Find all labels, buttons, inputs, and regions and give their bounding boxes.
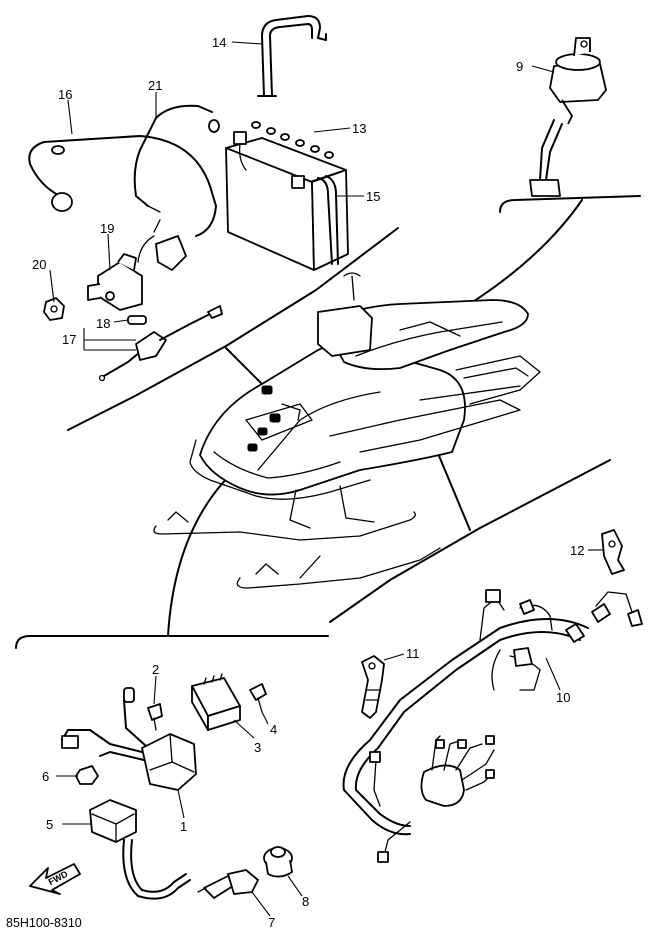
main-switch-9 [529,37,607,197]
battery-13 [225,121,349,271]
starter-relay-19 [87,219,187,311]
label-9: 9 [516,59,523,74]
label-20: 20 [32,257,46,272]
label-13: 13 [352,121,366,136]
forward-arrow-icon: FWD [29,863,81,895]
label-5: 5 [46,817,53,832]
label-1: 1 [180,819,187,834]
label-8: 8 [302,894,309,909]
spark-plug-7 [197,869,259,899]
band-11 [361,655,385,719]
label-19: 19 [100,221,114,236]
regulator-3 [191,673,241,731]
label-16: 16 [58,87,72,102]
screw-4 [249,683,267,713]
label-2: 2 [152,662,159,677]
wire-lead-16 [28,135,217,237]
leader-lines [49,41,604,917]
label-15: 15 [366,189,380,204]
breather-pipe-15 [317,175,339,265]
bolt-2 [147,703,163,731]
nut-6 [75,765,99,785]
label-4: 4 [270,722,277,737]
drawing-code: 85H100-8310 [6,916,82,930]
clamp-12 [601,529,625,575]
label-6: 6 [42,769,49,784]
label-14: 14 [212,35,226,50]
label-17: 17 [62,332,76,347]
nut-20 [43,297,65,321]
part-labels: 14 13 15 16 21 19 20 18 17 9 12 11 10 2 … [6,35,584,930]
ignition-coil-5 [89,799,191,900]
plug-cap-8 [263,846,293,878]
label-10: 10 [556,690,570,705]
label-11: 11 [406,646,420,661]
fuse-18 [127,315,147,325]
snowmobile-body [153,272,541,589]
wire-harness-10 [342,589,643,863]
label-21: 21 [148,78,162,93]
battery-band-14 [257,15,327,97]
fuse-holder-17 [98,305,223,382]
label-12: 12 [570,543,584,558]
label-18: 18 [96,316,110,331]
cdi-unit-1 [61,687,197,791]
region-dividers [15,195,641,649]
label-7: 7 [268,915,275,930]
wire-lead-21 [133,104,220,213]
label-3: 3 [254,740,261,755]
